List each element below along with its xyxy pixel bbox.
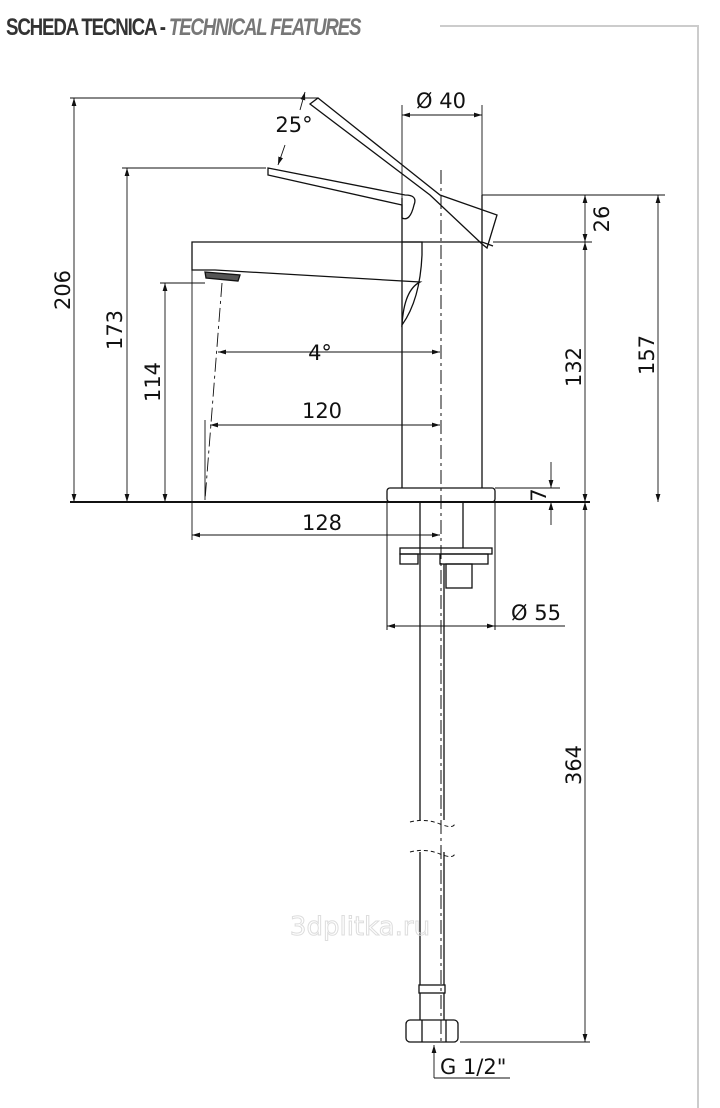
dim-364: 364 xyxy=(562,745,586,785)
hose-nut xyxy=(405,1019,459,1043)
title-separator: - xyxy=(159,14,166,41)
fixing-nut xyxy=(445,563,473,589)
lever-open xyxy=(308,97,498,250)
hose-ferrule xyxy=(418,984,446,994)
dim-angle-4: 4° xyxy=(308,341,332,365)
dim-128: 128 xyxy=(302,511,342,535)
dim-26: 26 xyxy=(590,206,614,233)
title-english: TECHNICAL FEATURES xyxy=(168,14,362,41)
aerator xyxy=(204,271,241,282)
dim-diameter-55: Ø 55 xyxy=(511,601,561,625)
dim-angle-25: 25° xyxy=(275,113,312,137)
dim-120: 120 xyxy=(302,399,342,423)
dim-7: 7 xyxy=(527,488,551,501)
base-plate xyxy=(386,487,496,503)
dimension-lines xyxy=(70,91,665,1079)
dim-diameter-40: Ø 40 xyxy=(416,89,466,113)
dim-132: 132 xyxy=(562,347,586,387)
title-italian: SCHEDA TECNICA xyxy=(6,14,157,41)
page-title: SCHEDA TECNICA - TECHNICAL FEATURES xyxy=(6,14,362,42)
fixing-plate xyxy=(399,547,493,555)
spout xyxy=(191,241,423,328)
connection-thread-label: G 1/2" xyxy=(440,1055,506,1079)
dim-157: 157 xyxy=(635,335,659,375)
lever-closed xyxy=(267,167,416,220)
dim-206: 206 xyxy=(51,270,75,310)
body-top xyxy=(402,241,494,247)
dimension-labels: 206 173 114 26 132 157 7 Ø 40 Ø 55 25° 4… xyxy=(51,89,659,1079)
faucet-outline xyxy=(70,97,590,1045)
watermark: 3dplitka.ru xyxy=(290,912,430,942)
dim-114: 114 xyxy=(141,362,165,402)
page-frame xyxy=(440,25,699,1108)
dim-173: 173 xyxy=(103,310,127,350)
